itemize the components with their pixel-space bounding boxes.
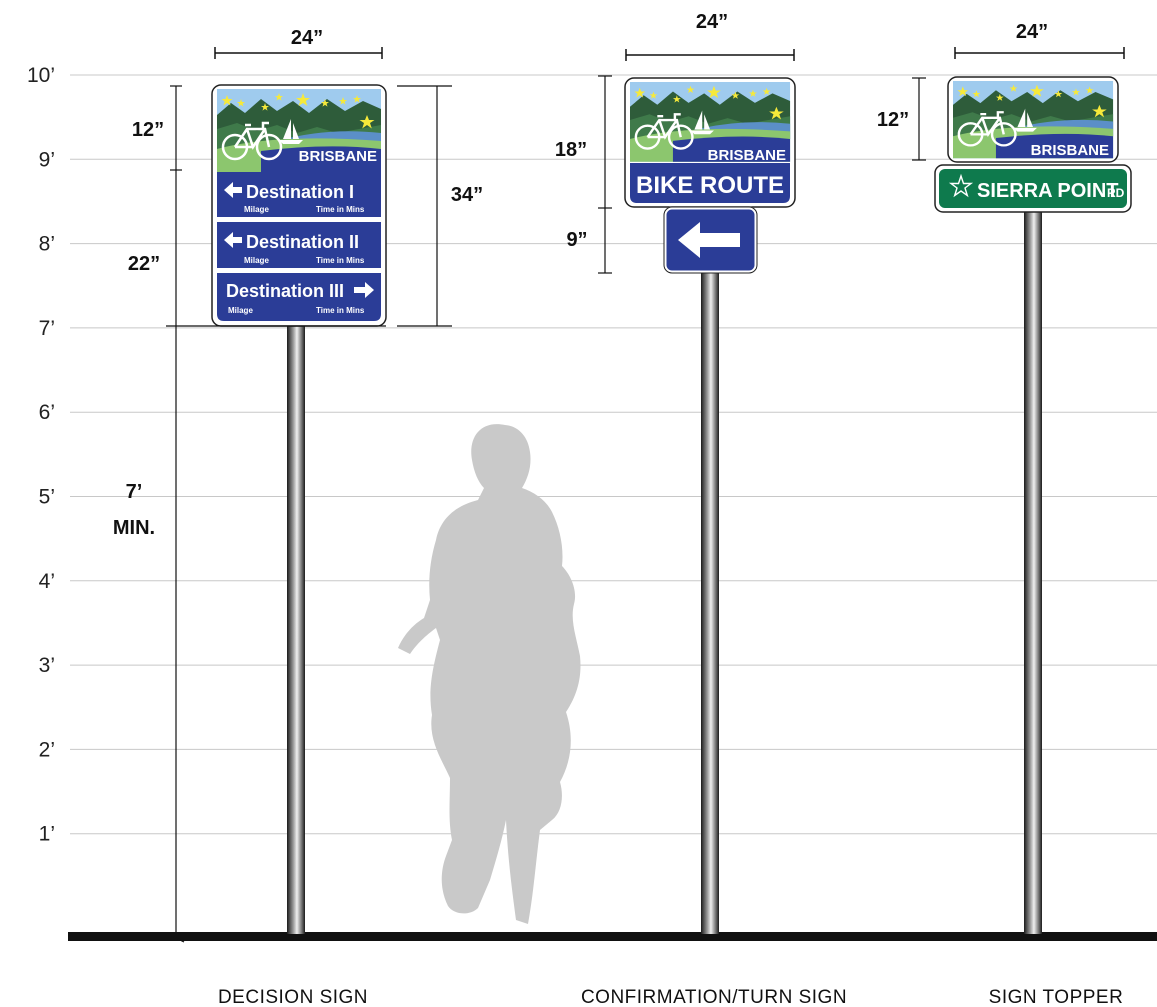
decision-total-height-dimension — [397, 85, 452, 327]
decision-panels-height-label: 22” — [128, 253, 160, 275]
ground-line — [68, 932, 1157, 941]
topper-height-dimension — [912, 77, 926, 161]
arrow-left-icon — [224, 232, 242, 248]
decision-panel-2-time: Time in Mins — [316, 256, 365, 265]
confirmation-width-label: 24” — [696, 11, 728, 33]
height-label-2ft: 2’ — [39, 738, 55, 761]
street-suffix-text: RD — [1107, 186, 1125, 200]
street-name-sign — [939, 169, 1127, 208]
topper-width-dimension — [954, 47, 1125, 59]
decision-width-dimension — [214, 47, 383, 59]
bike-route-text: BIKE ROUTE — [636, 172, 784, 199]
confirmation-height-dimensions — [598, 75, 612, 274]
decision-panel-1-milage: Milage — [244, 205, 269, 214]
topper-width-label: 24” — [1016, 21, 1048, 43]
decision-sign-assembly: BRISBANE Destination I Milage Time in Mi… — [113, 27, 483, 1007]
decision-panel-2 — [217, 222, 381, 268]
decision-topper-height-label: 12” — [132, 119, 164, 141]
height-label-3ft: 3’ — [39, 654, 55, 677]
arrow-right-icon — [354, 282, 374, 298]
decision-sign-caption: DECISION SIGN — [218, 987, 368, 1007]
decision-panel-1-name: Destination I — [246, 182, 354, 202]
confirmation-pole — [701, 266, 719, 934]
height-label-6ft: 6’ — [39, 401, 55, 424]
decision-panel-2-milage: Milage — [244, 256, 269, 265]
decision-panel-1 — [217, 172, 381, 217]
confirmation-sign-caption: CONFIRMATION/TURN SIGN — [581, 987, 847, 1007]
height-label-5ft: 5’ — [39, 486, 55, 509]
height-label-8ft: 8’ — [39, 233, 55, 256]
decision-panel-1-time: Time in Mins — [316, 205, 365, 214]
confirmation-sign-assembly: BRISBANE BIKE ROUTE 24” 18” 9” CONFIRMAT… — [555, 11, 847, 1007]
bike-route-panel — [630, 163, 790, 203]
confirmation-width-dimension — [625, 49, 795, 61]
decision-panel-2-name: Destination II — [246, 232, 359, 252]
height-label-7ft: 7’ — [39, 317, 55, 340]
height-label-4ft: 4’ — [39, 570, 55, 593]
topper-sign-caption: SIGN TOPPER — [989, 987, 1124, 1007]
clearance-value: 7’ — [126, 481, 143, 503]
decision-height-dimensions — [166, 85, 386, 943]
confirmation-plaque-height-label: 9” — [566, 229, 587, 251]
decision-width-label: 24” — [291, 27, 323, 49]
confirmation-brand-text: BRISBANE — [708, 147, 786, 164]
topper-sign-assembly: BRISBANE SIERRA POINT RD 24” 12” SIGN TO… — [877, 21, 1132, 1007]
topper-brand-text: BRISBANE — [1031, 142, 1109, 159]
clearance-unit: MIN. — [113, 517, 155, 539]
topper-height-label: 12” — [877, 109, 909, 131]
arrow-left-icon — [678, 222, 740, 258]
street-name-text: SIERRA POINT — [977, 180, 1119, 202]
confirmation-main-height-label: 18” — [555, 139, 587, 161]
decision-pole — [287, 324, 305, 934]
height-label-1ft: 1’ — [39, 823, 55, 846]
height-label-10ft: 10’ — [27, 64, 55, 87]
topper-pole — [1024, 210, 1042, 934]
star-outline-icon — [948, 173, 974, 198]
decision-panel-3-name: Destination III — [226, 281, 344, 301]
decision-total-height-label: 34” — [451, 184, 483, 206]
decision-brand-text: BRISBANE — [299, 148, 377, 165]
arrow-left-icon — [224, 182, 242, 198]
cyclist-silhouette-icon — [398, 424, 581, 924]
height-axis: 10’ 9’ 8’ 7’ 6’ 5’ 4’ 3’ 2’ 1’ — [27, 64, 55, 846]
decision-panel-3 — [217, 273, 381, 321]
decision-panel-3-time: Time in Mins — [316, 306, 365, 315]
decision-panel-3-milage: Milage — [228, 306, 253, 315]
height-label-9ft: 9’ — [39, 148, 55, 171]
